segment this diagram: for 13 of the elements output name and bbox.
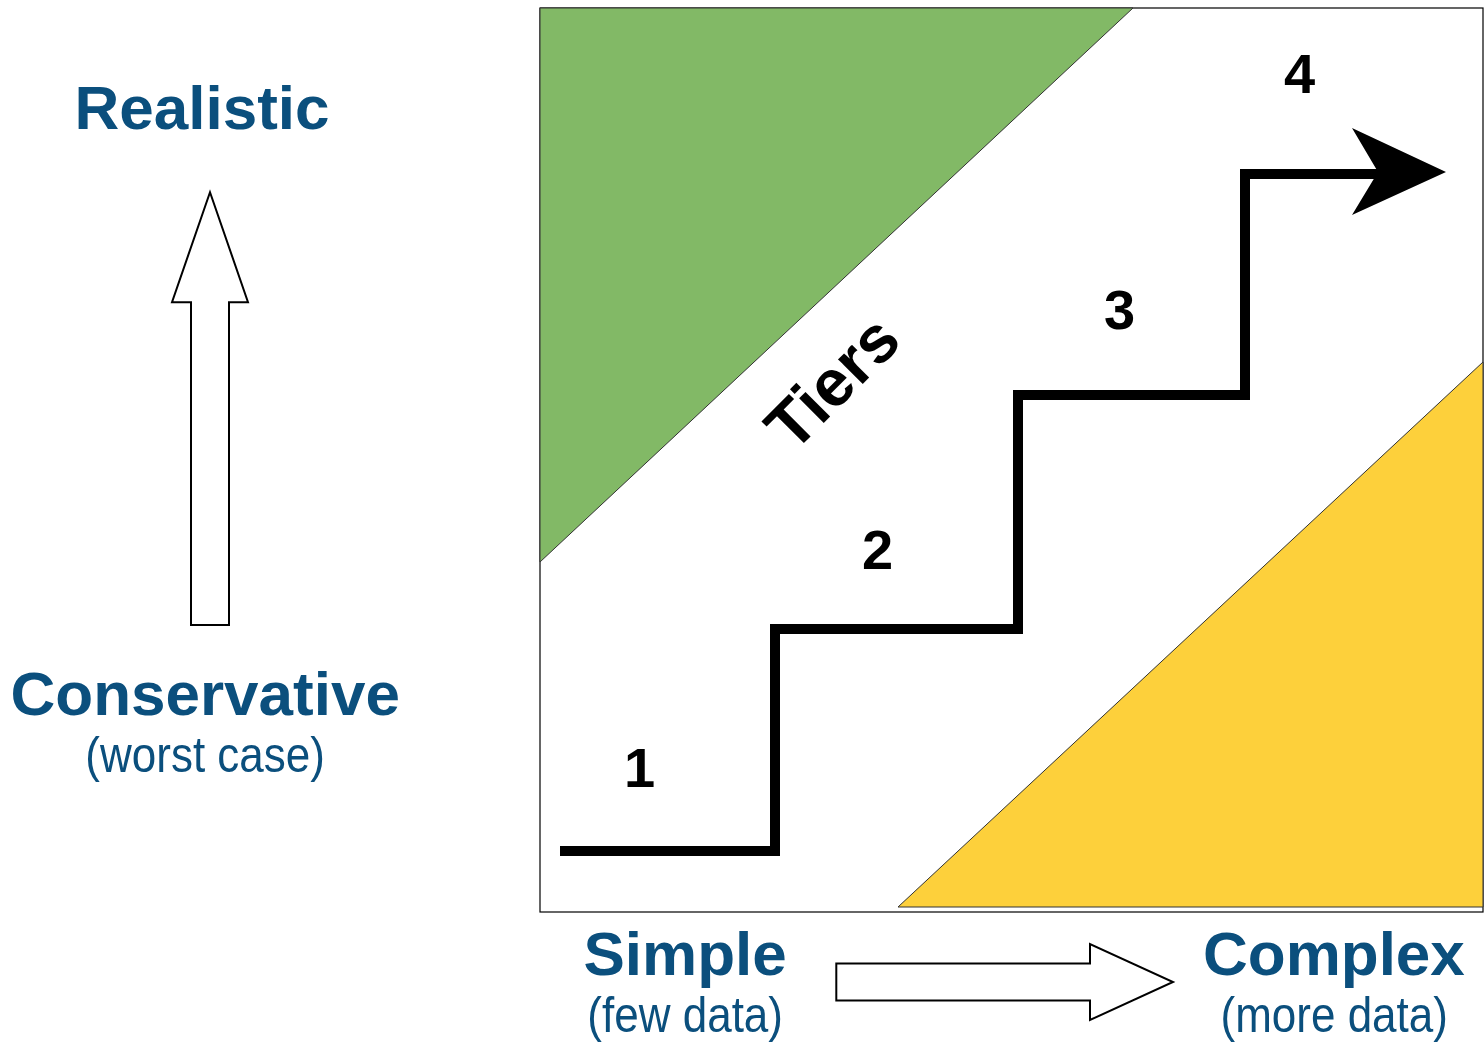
axis-note: (few data): [587, 988, 783, 1044]
axis-label: Simple: [583, 920, 787, 989]
step-number: 3: [1104, 282, 1136, 338]
axis-label: Realistic: [74, 74, 330, 143]
axis-label: Conservative: [10, 660, 400, 729]
axis-label: Complex: [1203, 920, 1465, 989]
step-number: 1: [624, 740, 656, 796]
block-arrow: [835, 942, 1176, 1022]
axis-note: (more data): [1220, 988, 1448, 1044]
block-arrow: [170, 189, 250, 626]
axis-note: (worst case): [85, 728, 325, 784]
step-number: 4: [1284, 46, 1316, 102]
step-number: 2: [862, 522, 894, 578]
